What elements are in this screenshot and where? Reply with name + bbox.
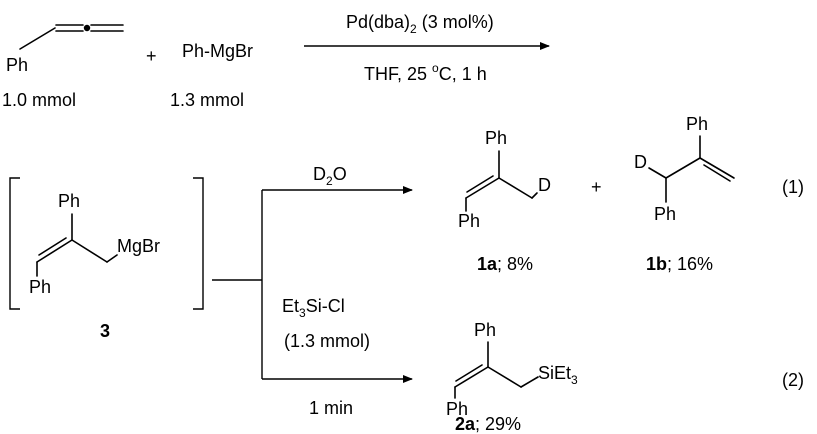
intermediate-phenyl-bottom: Ph xyxy=(29,277,51,297)
product-1b-phenyl-top: Ph xyxy=(686,114,708,134)
equation-number-1: (1) xyxy=(782,177,804,197)
allene-structure: Ph xyxy=(6,24,124,75)
allene-amount: 1.0 mmol xyxy=(2,90,76,110)
product-1b-caption: 1b; 16% xyxy=(646,254,713,274)
silyl-chloride-reagent: Et3Si-Cl xyxy=(282,296,345,320)
intermediate-phenyl-top: Ph xyxy=(58,191,80,211)
d2o-reagent: D2O xyxy=(313,164,347,188)
equation-number-2: (2) xyxy=(782,370,804,390)
plus-sign: + xyxy=(146,46,157,66)
intermediate-mgbr: MgBr xyxy=(117,236,160,256)
silylation-time: 1 min xyxy=(309,398,353,418)
product-1a-deuterium: D xyxy=(538,175,551,195)
product-1a-phenyl-bottom: Ph xyxy=(458,211,480,231)
product-1a-phenyl-top: Ph xyxy=(485,128,507,148)
intermediate-label: 3 xyxy=(100,321,110,341)
allene-center-dot xyxy=(83,24,91,32)
product-2a-silyl-group: SiEt3 xyxy=(538,363,578,387)
product-2a-caption: 2a; 29% xyxy=(455,414,521,434)
plus-sign-products: + xyxy=(591,177,602,197)
intermediate-bracket-right xyxy=(193,177,204,310)
catalyst-label: Pd(dba)2 (3 mol%) xyxy=(346,12,494,36)
product-2a-phenyl-top: Ph xyxy=(474,320,496,340)
product-1a-caption: 1a; 8% xyxy=(477,254,533,274)
product-2a-structure: Ph SiEt3 Ph xyxy=(446,320,578,419)
product-1b-phenyl-bottom: Ph xyxy=(654,204,676,224)
product-1a-structure: Ph D Ph xyxy=(458,128,551,231)
allene-phenyl-label: Ph xyxy=(6,55,28,75)
intermediate-bracket-left xyxy=(9,177,20,310)
product-2a-phenyl-bottom: Ph xyxy=(446,399,468,419)
grignard-reagent: Ph-MgBr xyxy=(182,41,253,61)
intermediate-structure: Ph MgBr Ph xyxy=(29,191,160,297)
reaction-conditions: THF, 25 oC, 1 h xyxy=(364,61,487,84)
product-1b-structure: D Ph Ph xyxy=(634,114,735,224)
grignard-amount: 1.3 mmol xyxy=(170,90,244,110)
silyl-chloride-amount: (1.3 mmol) xyxy=(284,331,370,351)
product-1b-deuterium: D xyxy=(634,152,647,172)
